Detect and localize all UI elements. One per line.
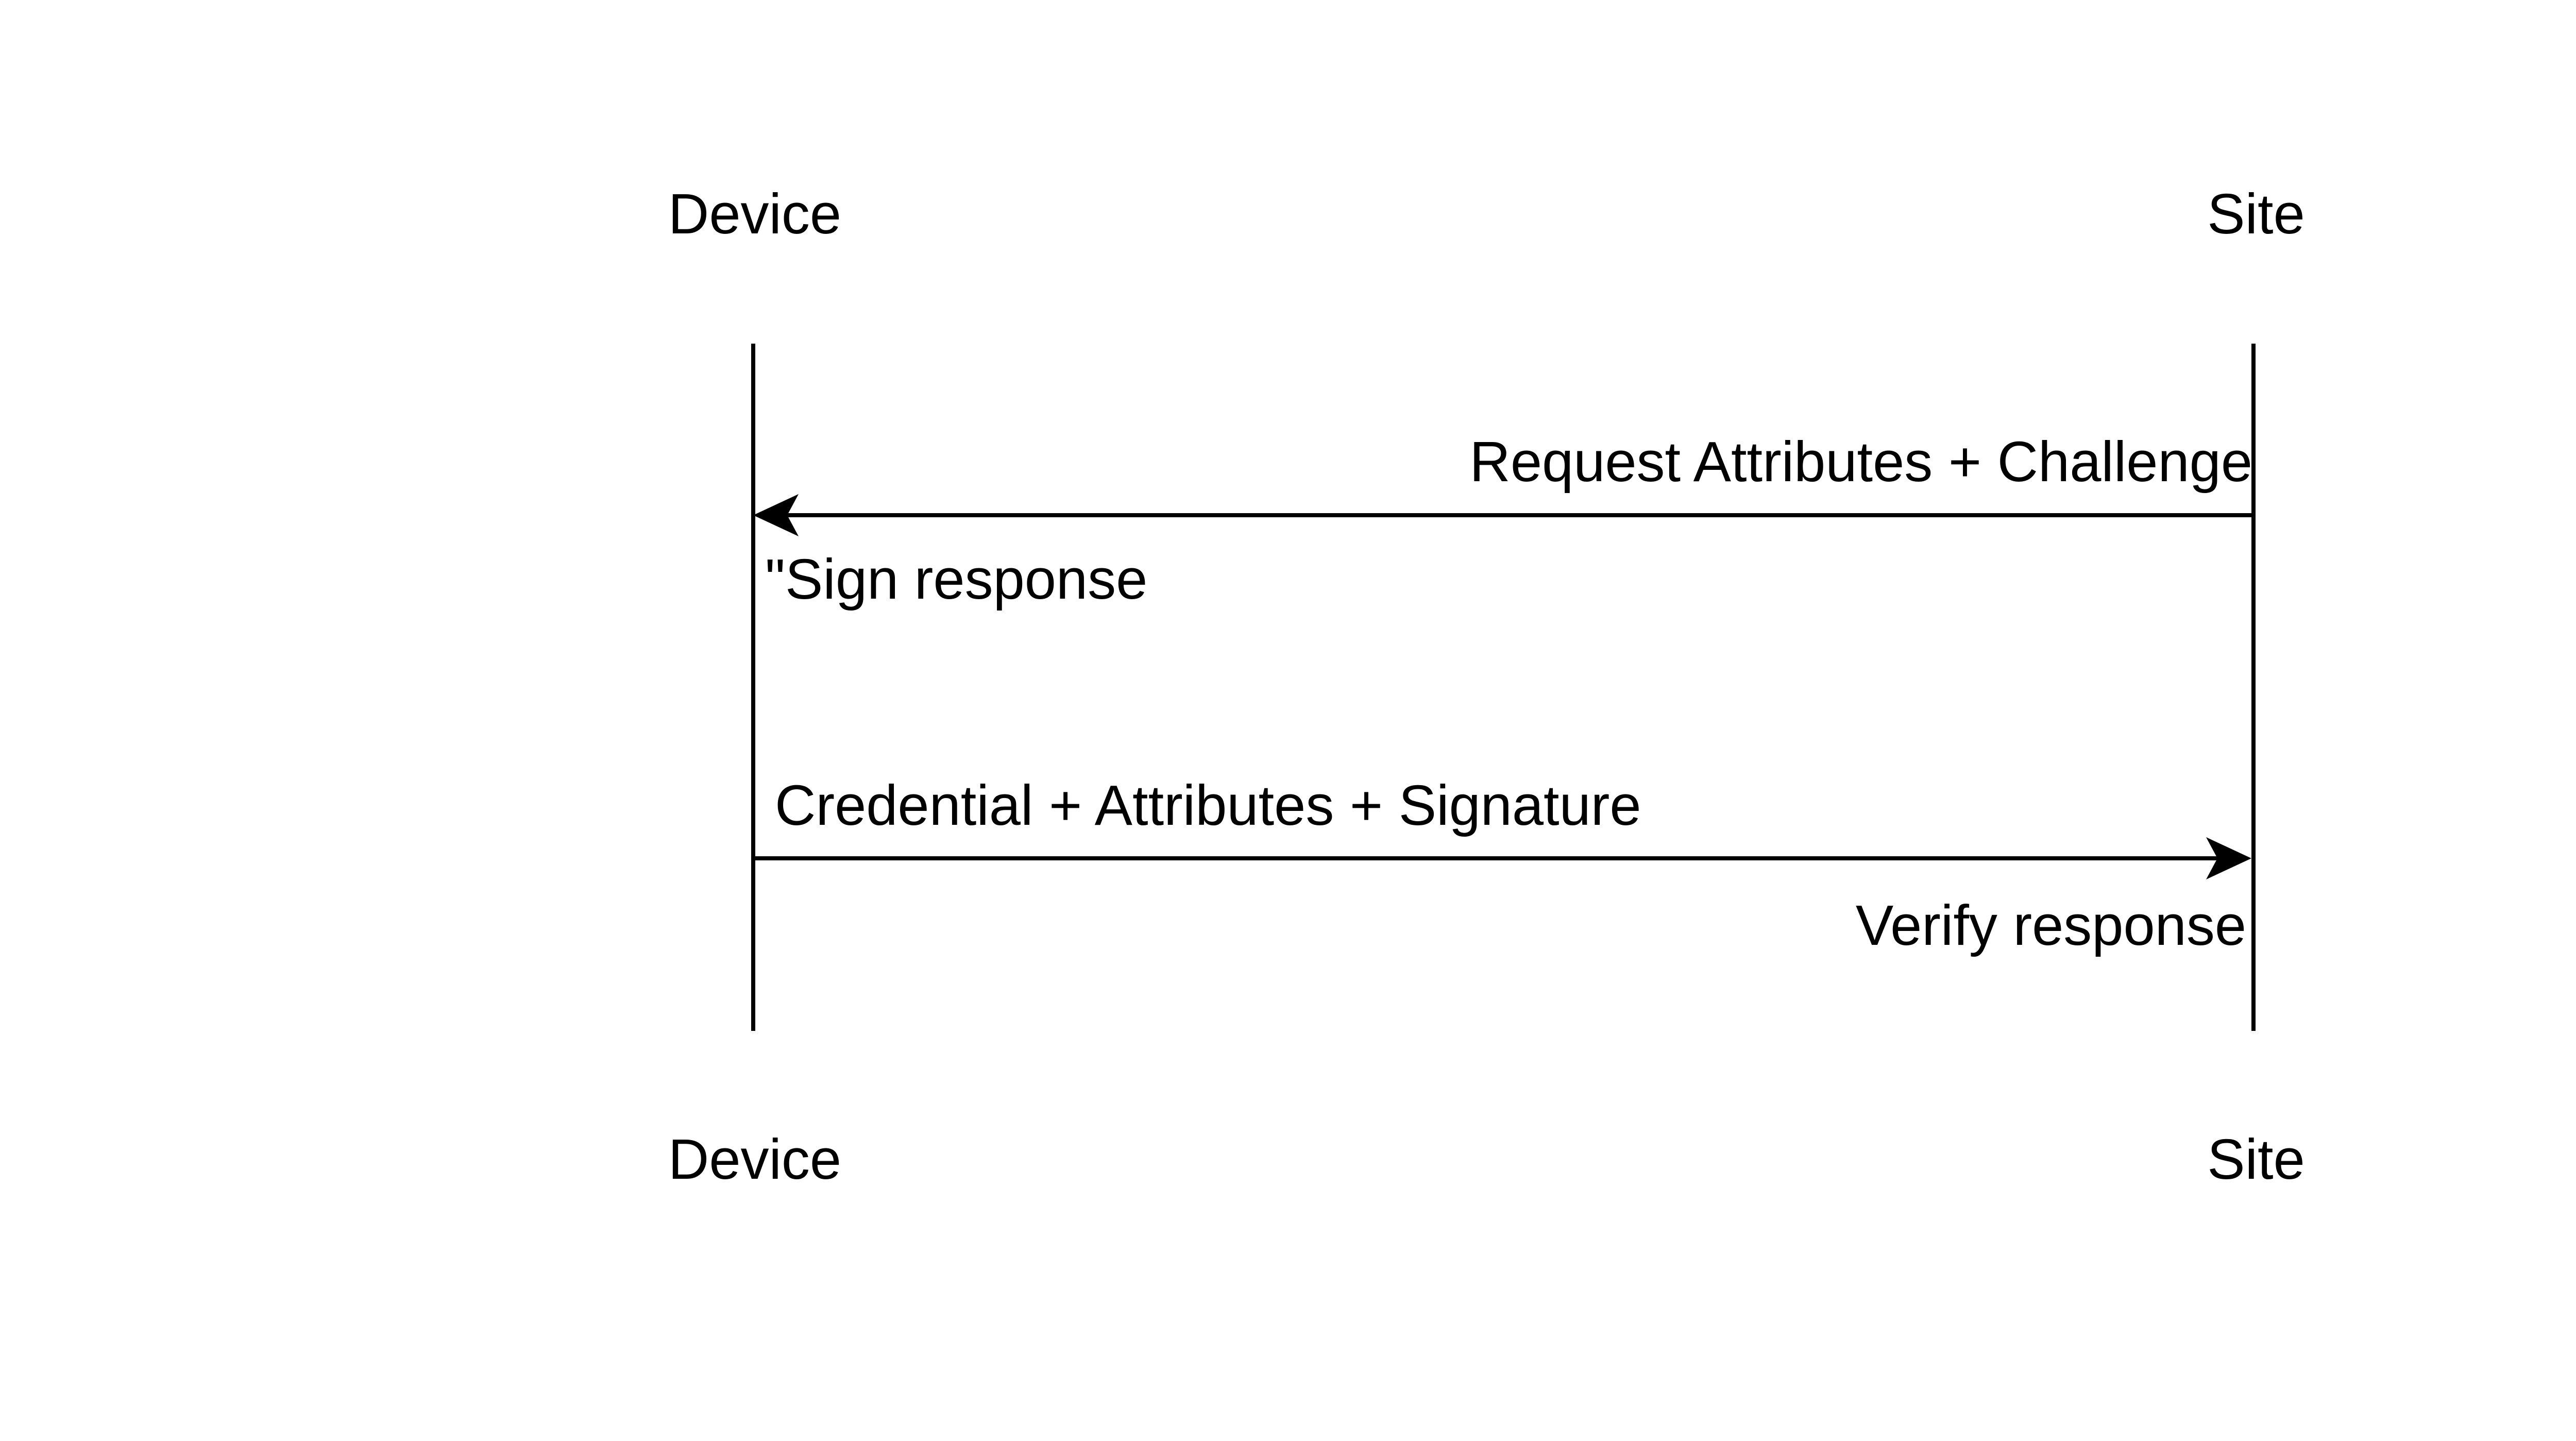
actor-label-device-top: Device (668, 182, 842, 246)
arrowhead-left-icon (753, 494, 799, 536)
message-label-credential-attributes: Credential + Attributes + Signature (775, 774, 1641, 837)
actor-label-site-bottom: Site (2207, 1128, 2305, 1191)
actor-label-site-top: Site (2207, 182, 2305, 246)
sequence-diagram: Device Site Request Attributes + Challen… (668, 182, 2305, 1191)
message-label-request-attributes: Request Attributes + Challenge (1469, 430, 2252, 494)
diagram-lines (751, 344, 2256, 1031)
arrowhead-right-icon (2206, 837, 2251, 879)
note-label-verify-response: Verify response (1855, 894, 2246, 957)
note-label-sign-response: "Sign response (765, 548, 1148, 611)
actor-label-device-bottom: Device (668, 1128, 842, 1191)
